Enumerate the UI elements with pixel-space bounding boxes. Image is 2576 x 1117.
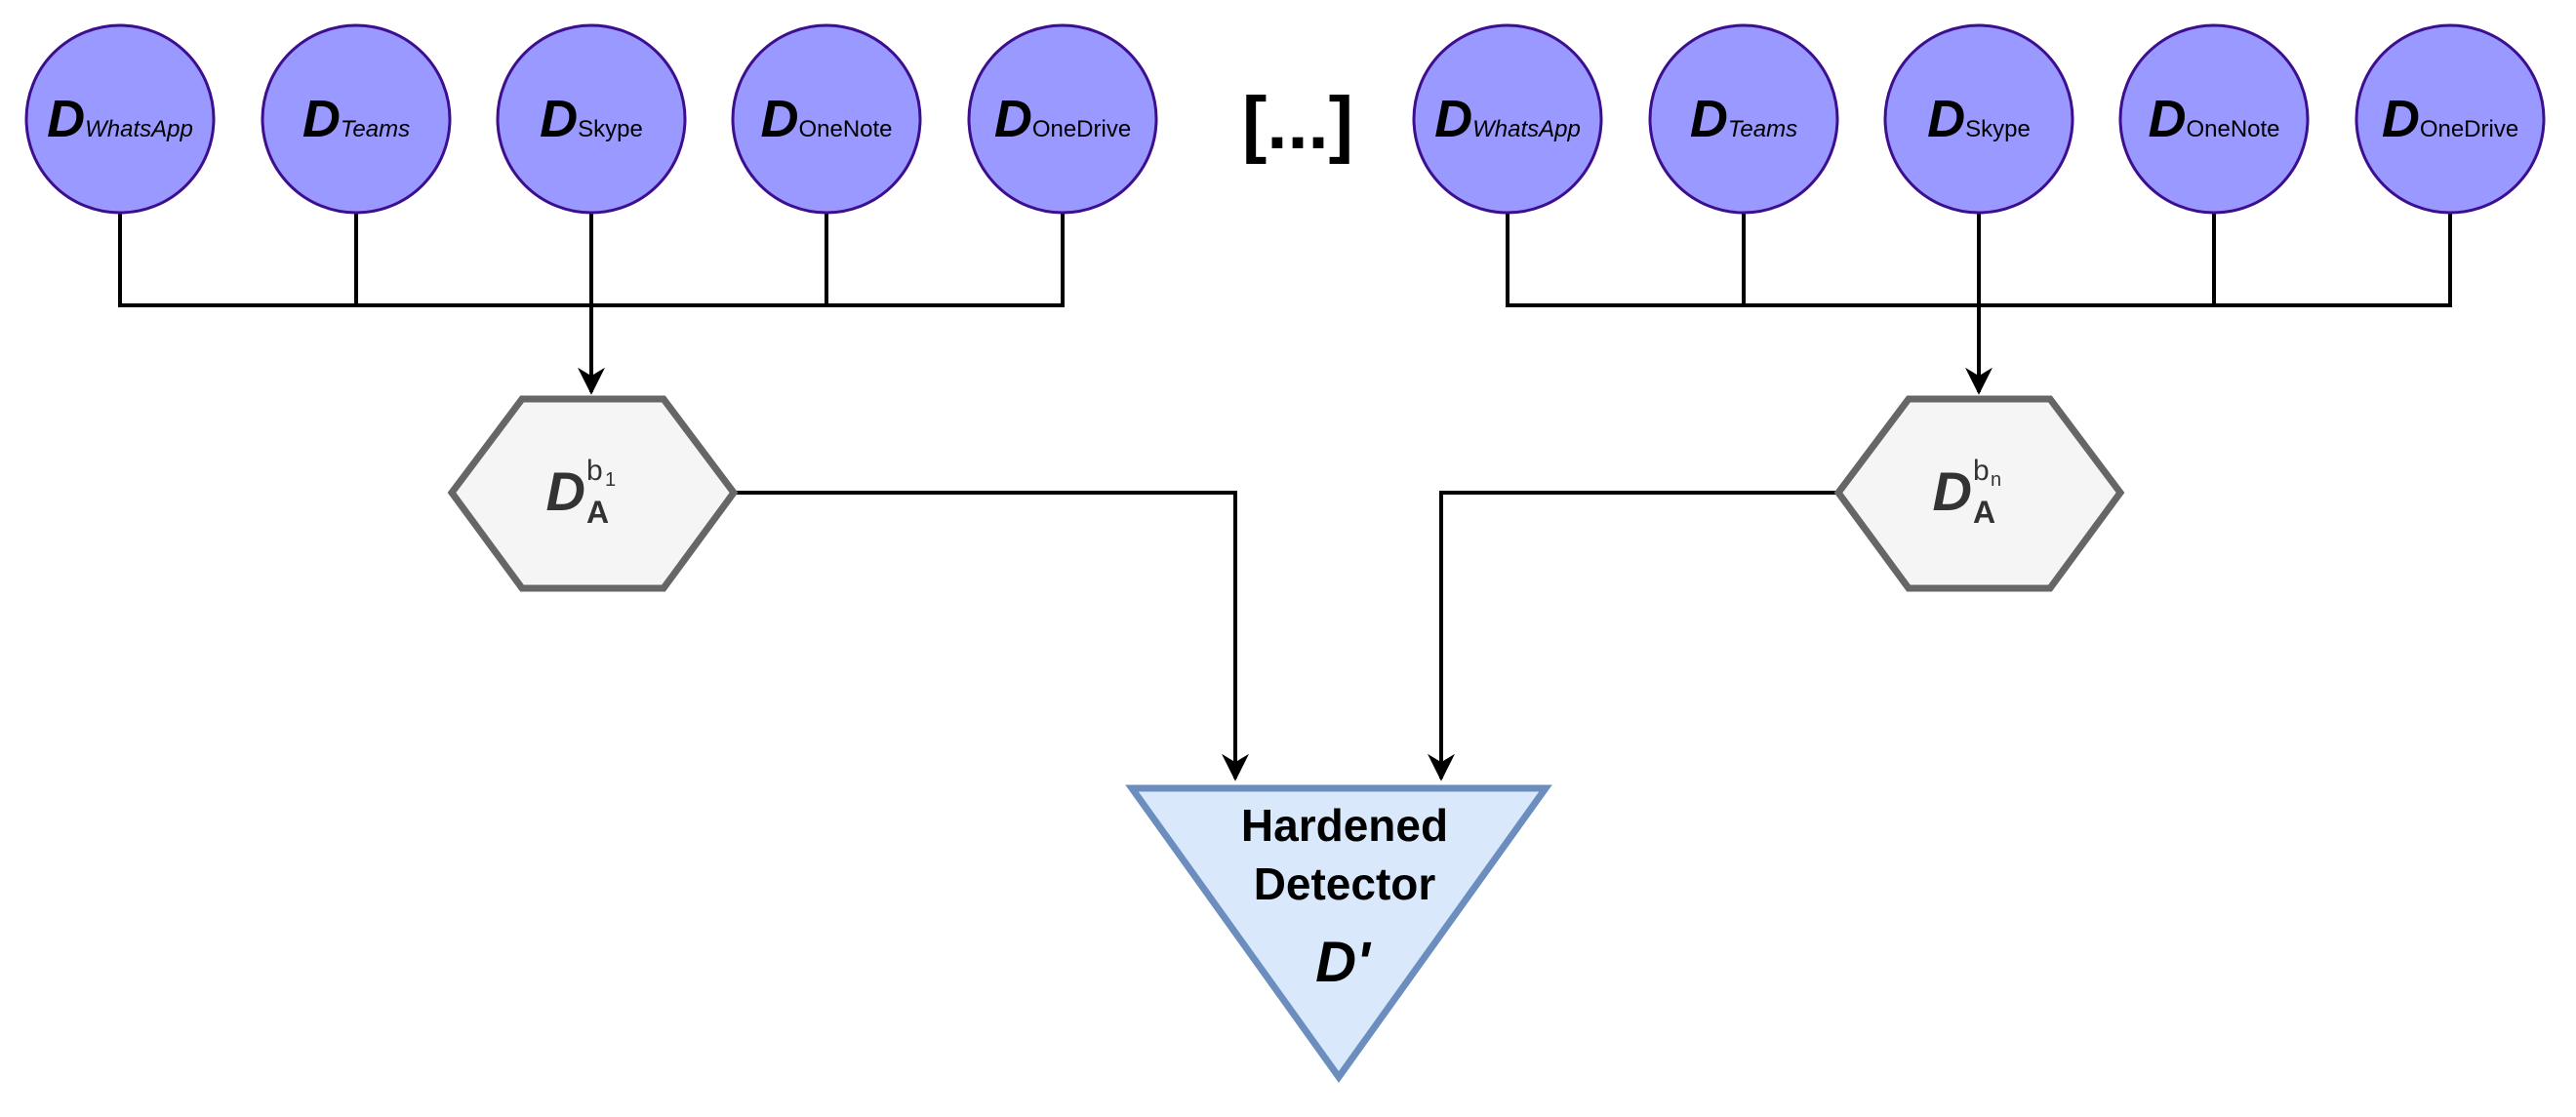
detector-subscript: WhatsApp xyxy=(85,116,193,142)
detector-subscript: OneNote xyxy=(798,116,892,142)
aggregate-superscript: b xyxy=(586,455,603,487)
svg-text:DTeams: DTeams xyxy=(302,90,410,148)
group1-detector-skype: DSkype xyxy=(496,23,687,215)
detector-subscript: Teams xyxy=(341,116,410,142)
detector-letter: D xyxy=(1690,90,1728,148)
aggregate-superscript-index: 1 xyxy=(605,469,616,491)
svg-text:DTeams: DTeams xyxy=(1690,90,1797,148)
group1-detector-onenote: DOneNote xyxy=(731,23,922,215)
connector-aggregaten-to-detector xyxy=(1428,491,1838,781)
svg-text:DSkype: DSkype xyxy=(540,90,643,148)
hardened-detector: Hardened Detector D' xyxy=(1125,784,1552,1084)
group1-detector-teams: DTeams xyxy=(261,23,452,215)
svg-text:DOneDrive: DOneDrive xyxy=(994,90,1131,148)
group2-detector-onenote: DOneNote xyxy=(2118,23,2310,215)
output-symbol: D' xyxy=(1315,931,1372,994)
output-title-line2: Detector xyxy=(1254,858,1436,909)
group1-detector-whatsapp: DWhatsApp xyxy=(24,23,216,215)
detector-letter: D xyxy=(302,90,341,148)
detector-letter: D xyxy=(2382,90,2420,148)
detector-letter: D xyxy=(1434,90,1472,148)
detector-letter: D xyxy=(1927,90,1965,148)
aggregate-detector-1: D b 1 A xyxy=(447,395,739,592)
svg-text:DWhatsApp: DWhatsApp xyxy=(1434,90,1581,148)
group2-detector-onedrive: DOneDrive xyxy=(2355,23,2546,215)
group2-detector-whatsapp: DWhatsApp xyxy=(1412,23,1603,215)
aggregate-subscript: A xyxy=(586,495,609,530)
detector-letter: D xyxy=(994,90,1032,148)
detector-letter: D xyxy=(760,90,798,148)
output-title-line1: Hardened xyxy=(1241,800,1448,851)
aggregate-letter: D xyxy=(1933,460,1972,522)
svg-text:DOneNote: DOneNote xyxy=(760,90,892,148)
aggregate-superscript-index: n xyxy=(1991,469,2001,491)
detector-letter: D xyxy=(2148,90,2186,148)
svg-text:DOneNote: DOneNote xyxy=(2148,90,2279,148)
svg-text:DWhatsApp: DWhatsApp xyxy=(47,90,193,148)
aggregate-superscript: b xyxy=(1973,455,1990,487)
group1-connectors xyxy=(118,213,1065,395)
aggregate-subscript: A xyxy=(1973,495,1995,530)
detector-subscript: OneDrive xyxy=(1032,116,1131,142)
detector-subscript: OneNote xyxy=(2186,116,2279,142)
group1-detector-onedrive: DOneDrive xyxy=(967,23,1158,215)
group2-detector-skype: DSkype xyxy=(1883,23,2074,215)
svg-text:DOneDrive: DOneDrive xyxy=(2382,90,2518,148)
svg-text:DSkype: DSkype xyxy=(1927,90,2031,148)
detector-subscript: WhatsApp xyxy=(1472,116,1581,142)
detector-letter: D xyxy=(47,90,85,148)
detector-subscript: Teams xyxy=(1728,116,1797,142)
group2-connectors xyxy=(1506,213,2452,395)
detector-letter: D xyxy=(540,90,578,148)
aggregate-letter: D xyxy=(546,460,585,522)
ellipsis-label: [...] xyxy=(1242,82,1353,165)
detector-subscript: OneDrive xyxy=(2420,116,2518,142)
connector-aggregate1-to-detector xyxy=(734,491,1249,781)
aggregate-detector-n: D b n A xyxy=(1833,395,2125,592)
detector-subscript: Skype xyxy=(1965,116,2031,142)
group2-detector-teams: DTeams xyxy=(1648,23,1839,215)
detector-subscript: Skype xyxy=(578,116,643,142)
